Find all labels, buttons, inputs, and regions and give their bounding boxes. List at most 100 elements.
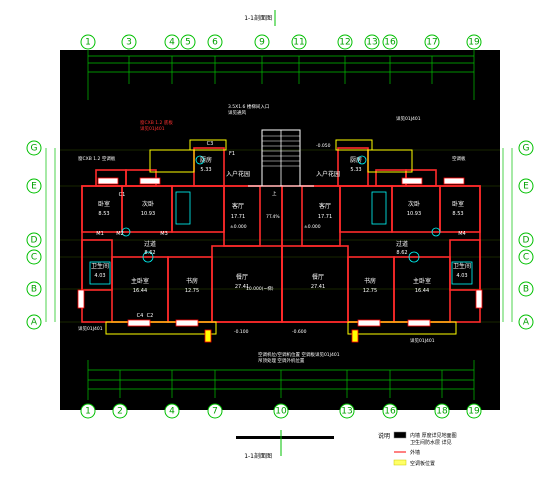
level-labels: ±0.000 -0.050 -0.100 ±0.000 上 10.000(~梯)… (230, 143, 331, 335)
svg-text:上: 上 (272, 190, 277, 197)
svg-text:空调板: 空调板 (452, 155, 466, 162)
annotation-notes: 窗CXB 1.2 底板 详见01J401 3.5X1.6 楼梯间入口 详见通风 … (78, 103, 466, 364)
svg-text:4: 4 (169, 407, 175, 417)
svg-text:B: B (523, 285, 529, 295)
svg-text:18: 18 (436, 407, 448, 417)
svg-text:D: D (523, 236, 530, 246)
axis-bubble-top-5: 5 (180, 34, 196, 50)
svg-text:详见01J401: 详见01J401 (410, 337, 435, 344)
axis-bubble-right-D: D (518, 232, 534, 248)
axis-bubble-top-17: 17 (424, 34, 440, 50)
room-master-right: 主卧室 (413, 277, 431, 285)
svg-text:4.03: 4.03 (94, 273, 105, 279)
svg-text:C3: C3 (207, 141, 214, 147)
svg-text:16.44: 16.44 (133, 288, 147, 294)
svg-text:-0.050: -0.050 (316, 143, 331, 149)
svg-text:内墙 厚度详见地面图: 内墙 厚度详见地面图 (410, 432, 457, 439)
svg-text:10: 10 (275, 407, 287, 417)
room-second-left: 次卧 (142, 200, 154, 208)
axis-bubble-right-C: C (518, 249, 534, 265)
axis-bubble-right-A: A (518, 314, 534, 330)
svg-text:3.5X1.6 楼梯间入口: 3.5X1.6 楼梯间入口 (228, 103, 269, 110)
room-corridor-left: 过道 (144, 240, 156, 248)
svg-text:13: 13 (366, 38, 377, 48)
svg-text:A: A (31, 318, 38, 328)
svg-text:M4: M4 (458, 231, 466, 237)
section-marker-bottom: 1-1剖面图 (236, 430, 334, 460)
svg-text:D: D (31, 236, 38, 246)
svg-text:19: 19 (468, 38, 480, 48)
axis-bubble-top-1: 1 (80, 34, 96, 50)
svg-text:C4: C4 (137, 313, 144, 319)
axis-bubble-left-B: B (26, 281, 42, 297)
svg-text:空调板位置: 空调板位置 (410, 460, 435, 467)
axis-bubble-top-19: 19 (466, 34, 482, 50)
svg-text:12.75: 12.75 (185, 288, 199, 294)
svg-text:11: 11 (293, 38, 304, 48)
svg-text:M3: M3 (160, 231, 168, 237)
room-dining-right: 餐厅 (312, 273, 324, 281)
svg-text:-0.100: -0.100 (234, 329, 249, 335)
svg-text:10.000(~梯): 10.000(~梯) (246, 285, 274, 292)
svg-text:1-1剖面图: 1-1剖面图 (244, 452, 272, 460)
axis-bubble-bottom-13: 13 (339, 403, 355, 419)
svg-text:27.41: 27.41 (235, 284, 249, 290)
dimension-lines (45, 50, 513, 400)
svg-text:C: C (31, 253, 37, 263)
axis-bubble-top-11: 11 (291, 34, 307, 50)
svg-text:F1: F1 (229, 151, 235, 157)
axis-bubble-top-4: 4 (164, 34, 180, 50)
room-kitchen-left: 厨房 (200, 156, 212, 164)
svg-text:吊顶处理 空调外机位置: 吊顶处理 空调外机位置 (258, 357, 305, 364)
left-axis-column: G E DC B A (26, 140, 42, 330)
svg-text:16: 16 (384, 38, 396, 48)
room-garden-left: 入户花园 (226, 170, 250, 178)
svg-text:详见01J401: 详见01J401 (140, 125, 165, 132)
svg-text:卫生间防水层 详见: 卫生间防水层 详见 (410, 439, 452, 446)
axis-bubble-left-C: C (26, 249, 42, 265)
svg-text:16: 16 (384, 407, 396, 417)
svg-text:13: 13 (341, 407, 352, 417)
svg-text:3: 3 (126, 38, 132, 48)
svg-text:详见01J401: 详见01J401 (78, 325, 103, 332)
svg-text:16.44: 16.44 (415, 288, 429, 294)
svg-text:窗CXB 1.2 空调板: 窗CXB 1.2 空调板 (78, 155, 116, 162)
svg-text:外墙: 外墙 (410, 449, 420, 456)
room-living-right: 客厅 (319, 202, 331, 210)
svg-text:M1: M1 (96, 231, 104, 237)
axis-bubble-bottom-7: 7 (207, 403, 223, 419)
section-marker-top: 1-1剖面图 (244, 10, 276, 26)
axis-bubble-left-E: E (26, 178, 42, 194)
fixtures (89, 155, 473, 285)
legend: 说明 内墙 厚度详见地面图 卫生间防水层 详见 外墙 空调板位置 (378, 431, 457, 467)
svg-text:M2: M2 (116, 231, 124, 237)
svg-text:G: G (31, 144, 38, 154)
svg-text:说明: 说明 (378, 432, 390, 440)
svg-text:7: 7 (212, 407, 218, 417)
axis-bubble-left-G: G (26, 140, 42, 156)
axis-bubble-bottom-10: 10 (273, 403, 289, 419)
svg-text:8.62: 8.62 (396, 250, 407, 256)
axis-bubble-right-B: B (518, 281, 534, 297)
axis-bubble-right-E: E (518, 178, 534, 194)
axis-bubble-bottom-18: 18 (434, 403, 450, 419)
svg-text:8.53: 8.53 (98, 211, 109, 217)
svg-text:5.33: 5.33 (350, 167, 361, 173)
svg-text:详见01J401: 详见01J401 (396, 115, 421, 122)
svg-text:C2: C2 (147, 313, 154, 319)
axis-bubble-bottom-1: 1 (80, 403, 96, 419)
svg-text:C1: C1 (119, 192, 126, 198)
axis-bubble-left-A: A (26, 314, 42, 330)
svg-text:详见通风: 详见通风 (228, 109, 246, 116)
room-bath-left: 卫生间 (91, 262, 109, 270)
svg-text:E: E (523, 182, 529, 192)
svg-text:17.71: 17.71 (231, 214, 245, 220)
room-corridor-right: 过道 (396, 240, 408, 248)
room-master-left: 主卧室 (131, 277, 149, 285)
svg-text:E: E (31, 182, 37, 192)
room-kitchen-right: 厨房 (350, 156, 362, 164)
